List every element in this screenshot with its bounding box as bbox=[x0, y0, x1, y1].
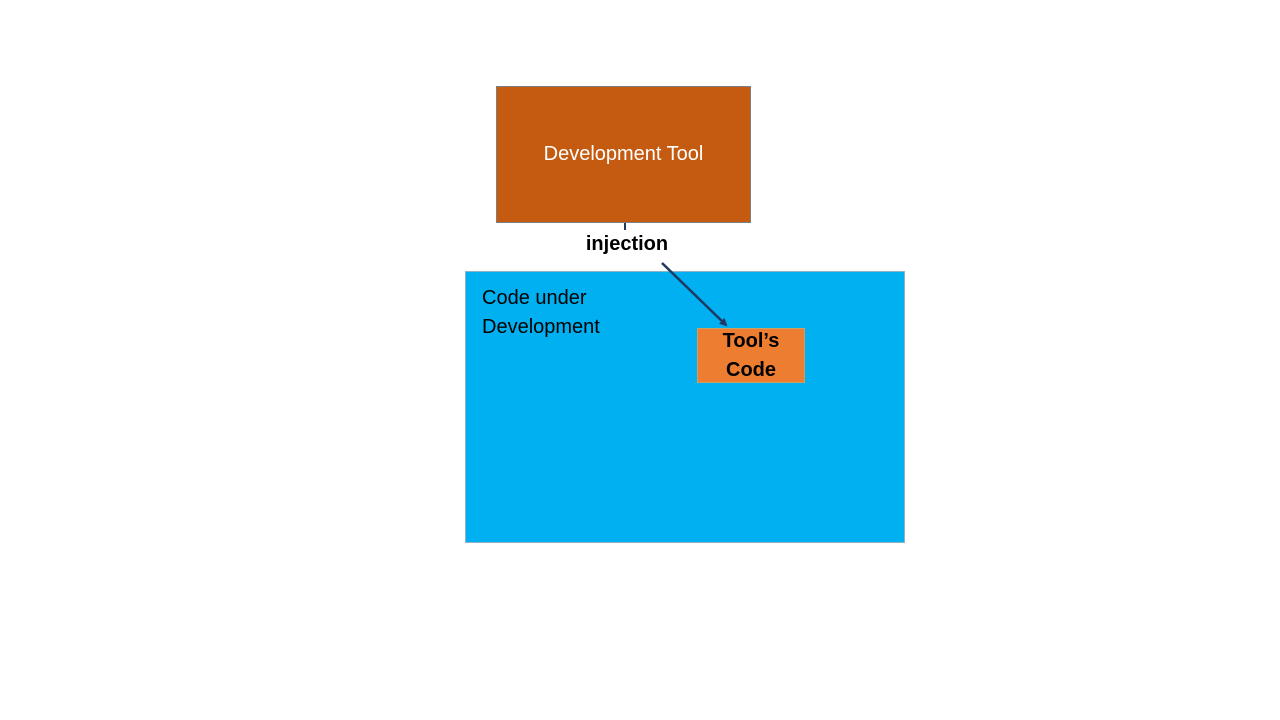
injection-label: injection bbox=[560, 230, 694, 258]
development-tool-box: Development Tool bbox=[496, 86, 751, 223]
code-under-development-label: Code under Development bbox=[482, 287, 600, 338]
tools-code-box: Tool’s Code bbox=[697, 328, 805, 383]
development-tool-label: Development Tool bbox=[543, 143, 704, 165]
code-under-development-box: Code under Development bbox=[465, 271, 905, 543]
tools-code-label: Tool’s Code bbox=[722, 329, 780, 381]
